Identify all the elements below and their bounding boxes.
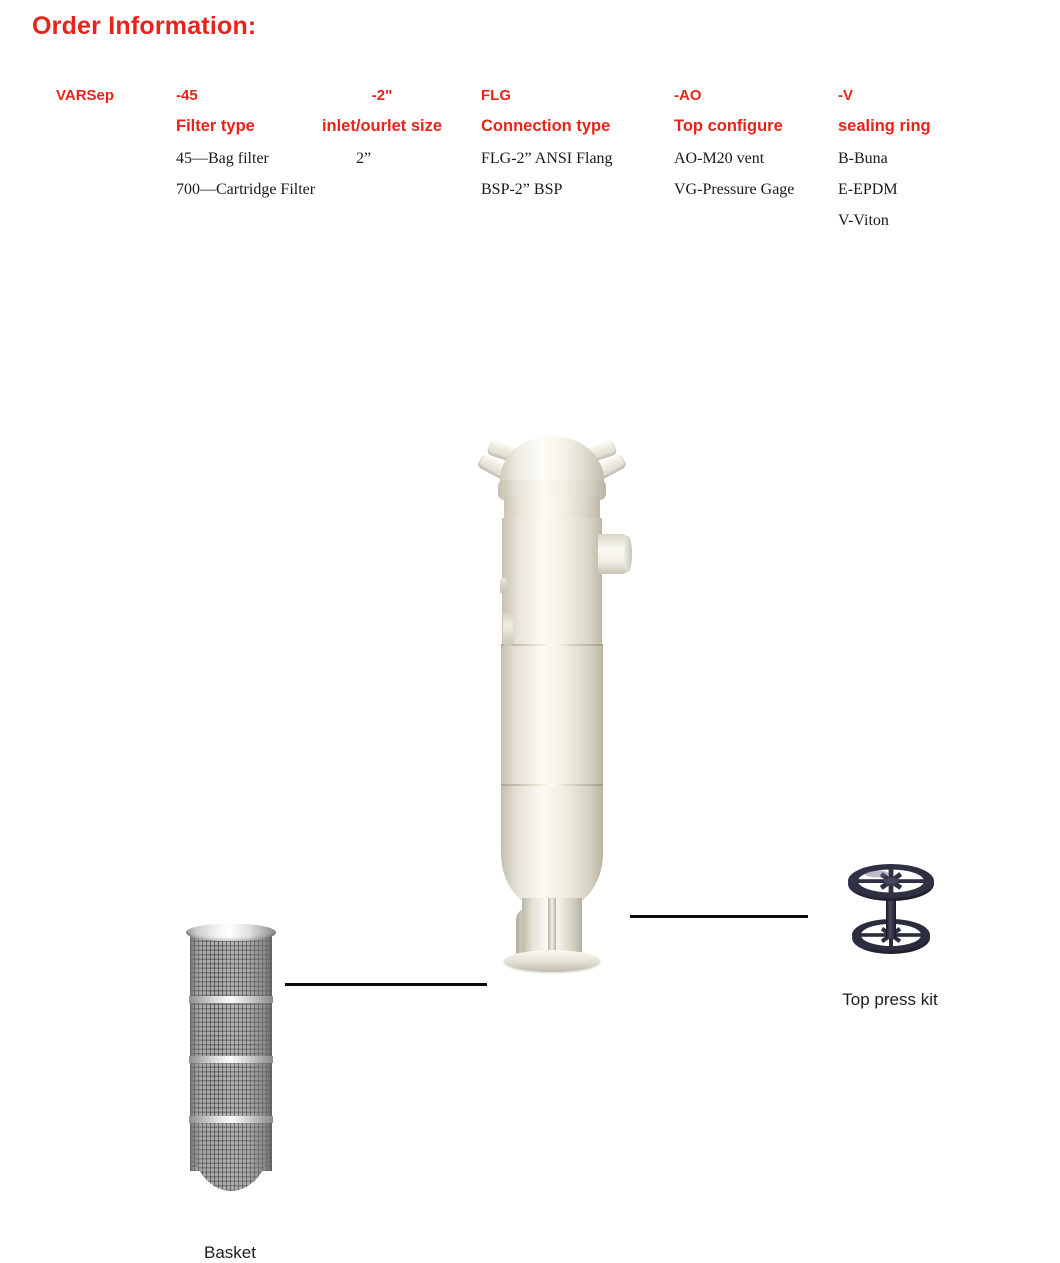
order-code-token-top-configure: -AO — [674, 87, 702, 104]
top-press-kit-leader-line — [630, 915, 808, 918]
top-press-kit-svg — [848, 864, 934, 954]
upper-spoked-ring — [848, 864, 934, 901]
housing-body-lower — [501, 786, 603, 912]
order-column-heading-top-configure: Top configure — [674, 117, 783, 135]
product-illustration: Basket Top press kit — [0, 400, 1060, 1262]
housing-side-tab — [500, 578, 507, 594]
order-option-item: FLG-2” ANSI Flang — [481, 150, 613, 167]
order-code-token-inlet-outlet-size: -2" — [371, 87, 393, 104]
housing-neck — [504, 496, 600, 522]
order-option-item: AO-M20 vent — [674, 150, 765, 167]
order-options-inlet-outlet-size: 2” — [306, 143, 458, 174]
order-column-sealing-ring: -V sealing ring B-Buna E-EPDM V-Viton — [838, 88, 931, 236]
housing-body-upper — [502, 518, 602, 650]
order-options-sealing-ring: B-Buna E-EPDM V-Viton — [838, 143, 931, 236]
order-code-token-series: VARSep — [56, 87, 115, 104]
basket-band — [189, 996, 273, 1003]
basket-band — [189, 1056, 273, 1063]
housing-pedestal-rib — [548, 898, 556, 960]
order-options-top-configure: AO-M20 vent VG-Pressure Gage — [674, 143, 794, 205]
top-press-kit-caption: Top press kit — [842, 990, 938, 1009]
order-option-item: B-Buna — [838, 150, 888, 167]
order-column-series: VARSep — [56, 88, 114, 104]
housing-side-strip — [503, 612, 513, 646]
order-option-item: BSP-2” BSP — [481, 181, 563, 198]
page-title: Order Information: — [32, 12, 257, 40]
basket-leader-line — [285, 983, 487, 986]
order-option-item: VG-Pressure Gage — [674, 181, 795, 198]
basket-band — [189, 1116, 273, 1123]
housing-base-flange — [504, 950, 600, 972]
order-code-token-connection-type: FLG — [481, 87, 511, 104]
filter-housing-image — [474, 430, 634, 993]
basket-rim — [186, 924, 276, 941]
basket-strainer-image — [186, 924, 276, 1196]
order-code-token-filter-type: -45 — [176, 87, 198, 104]
order-option-item: 2” — [356, 150, 372, 167]
order-option-item: V-Viton — [838, 212, 889, 229]
order-column-heading-connection-type: Connection type — [481, 117, 611, 135]
order-option-item: 700—Cartridge Filter — [176, 181, 316, 198]
basket-caption: Basket — [204, 1243, 256, 1262]
housing-lid-collar — [498, 480, 606, 500]
order-column-heading-filter-type: Filter type — [176, 117, 255, 135]
order-column-connection-type: FLG Connection type FLG-2” ANSI Flang BS… — [481, 88, 613, 205]
order-column-heading-inlet-outlet-size: inlet/ourlet size — [321, 117, 443, 135]
order-column-top-configure: -AO Top configure AO-M20 vent VG-Pressur… — [674, 88, 794, 205]
order-code-token-sealing-ring: -V — [838, 87, 853, 104]
order-options-filter-type: 45—Bag filter 700—Cartridge Filter — [176, 143, 315, 205]
order-option-item: E-EPDM — [838, 181, 898, 198]
top-press-kit-image — [832, 850, 950, 970]
basket-rounded-bottom — [190, 1119, 272, 1191]
order-column-heading-sealing-ring: sealing ring — [838, 117, 931, 135]
order-column-inlet-outlet-size: -2" inlet/ourlet size 2” — [306, 88, 458, 174]
housing-inlet-nozzle-face — [624, 536, 632, 572]
order-information-table: VARSep -45 Filter type 45—Bag filter 700… — [0, 88, 1060, 248]
order-option-item: 45—Bag filter — [176, 150, 269, 167]
center-shaft — [886, 882, 896, 938]
order-options-connection-type: FLG-2” ANSI Flang BSP-2” BSP — [481, 143, 613, 205]
order-column-filter-type: -45 Filter type 45—Bag filter 700—Cartri… — [176, 88, 315, 205]
housing-body-middle — [501, 646, 603, 792]
